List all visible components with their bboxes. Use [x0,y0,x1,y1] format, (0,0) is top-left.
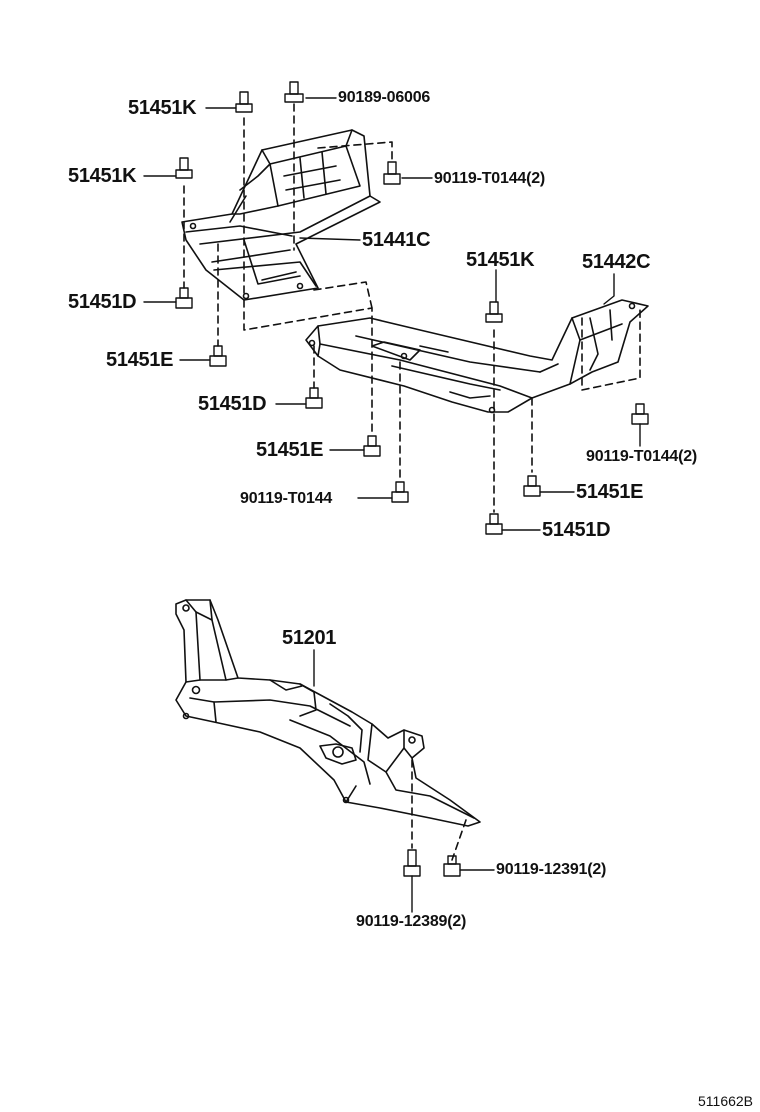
part-label-90119-t0144-top: 90119-T0144(2) [434,170,546,187]
part-label-51451e-right: 51451E [576,481,644,503]
bolt-90189-06006 [284,81,304,103]
leader-lines [143,97,641,913]
bolt-51451e-right [523,475,541,497]
part-label-51451k-right: 51451K [466,249,535,271]
cover-51441c [181,129,381,301]
part-label-51451e-left: 51451E [106,349,174,371]
part-label-90119-12391: 90119-12391(2) [496,861,607,878]
bolt-90119-t0144-mid [391,481,409,503]
bolt-51451d-right [485,513,503,535]
bolt-51451d-left [175,287,193,309]
bolt-51451d-mid [305,387,323,409]
part-label-90119-t0144-right: 90119-T0144(2) [586,448,698,465]
part-label-51451e-mid: 51451E [256,439,324,461]
part-label-51451k-top: 51451K [128,97,197,119]
bolt-51451k-right [485,301,503,323]
bolt-90119-12391 [443,855,461,877]
diagram-reference-code: 511662B [698,1093,754,1109]
part-label-51441c: 51441C [362,229,431,251]
part-label-51451k-left: 51451K [68,165,137,187]
alignment-lines [183,103,641,861]
subframe-51201 [175,599,481,827]
bolt-51451k-left [175,157,193,179]
part-label-51442c: 51442C [582,251,651,273]
part-label-51451d-right: 51451D [542,519,611,541]
fasteners [175,81,649,877]
bolt-90119-12389 [403,849,421,877]
part-label-90119-t0144: 90119-T0144 [240,490,333,507]
part-label-90119-12389: 90119-12389(2) [356,913,467,930]
part-label-51451d-mid: 51451D [198,393,267,415]
part-label-51201: 51201 [282,627,337,649]
cover-51442c [305,299,649,414]
bolt-90119-t0144-right [631,403,649,425]
bolt-51451e-mid [363,435,381,457]
part-label-90189-06006: 90189-06006 [338,89,431,106]
bolt-90119-t0144-top [383,161,401,185]
part-label-51451d-left: 51451D [68,291,137,313]
bolt-51451e-left [209,345,227,367]
bolt-51451k-top [235,91,253,113]
